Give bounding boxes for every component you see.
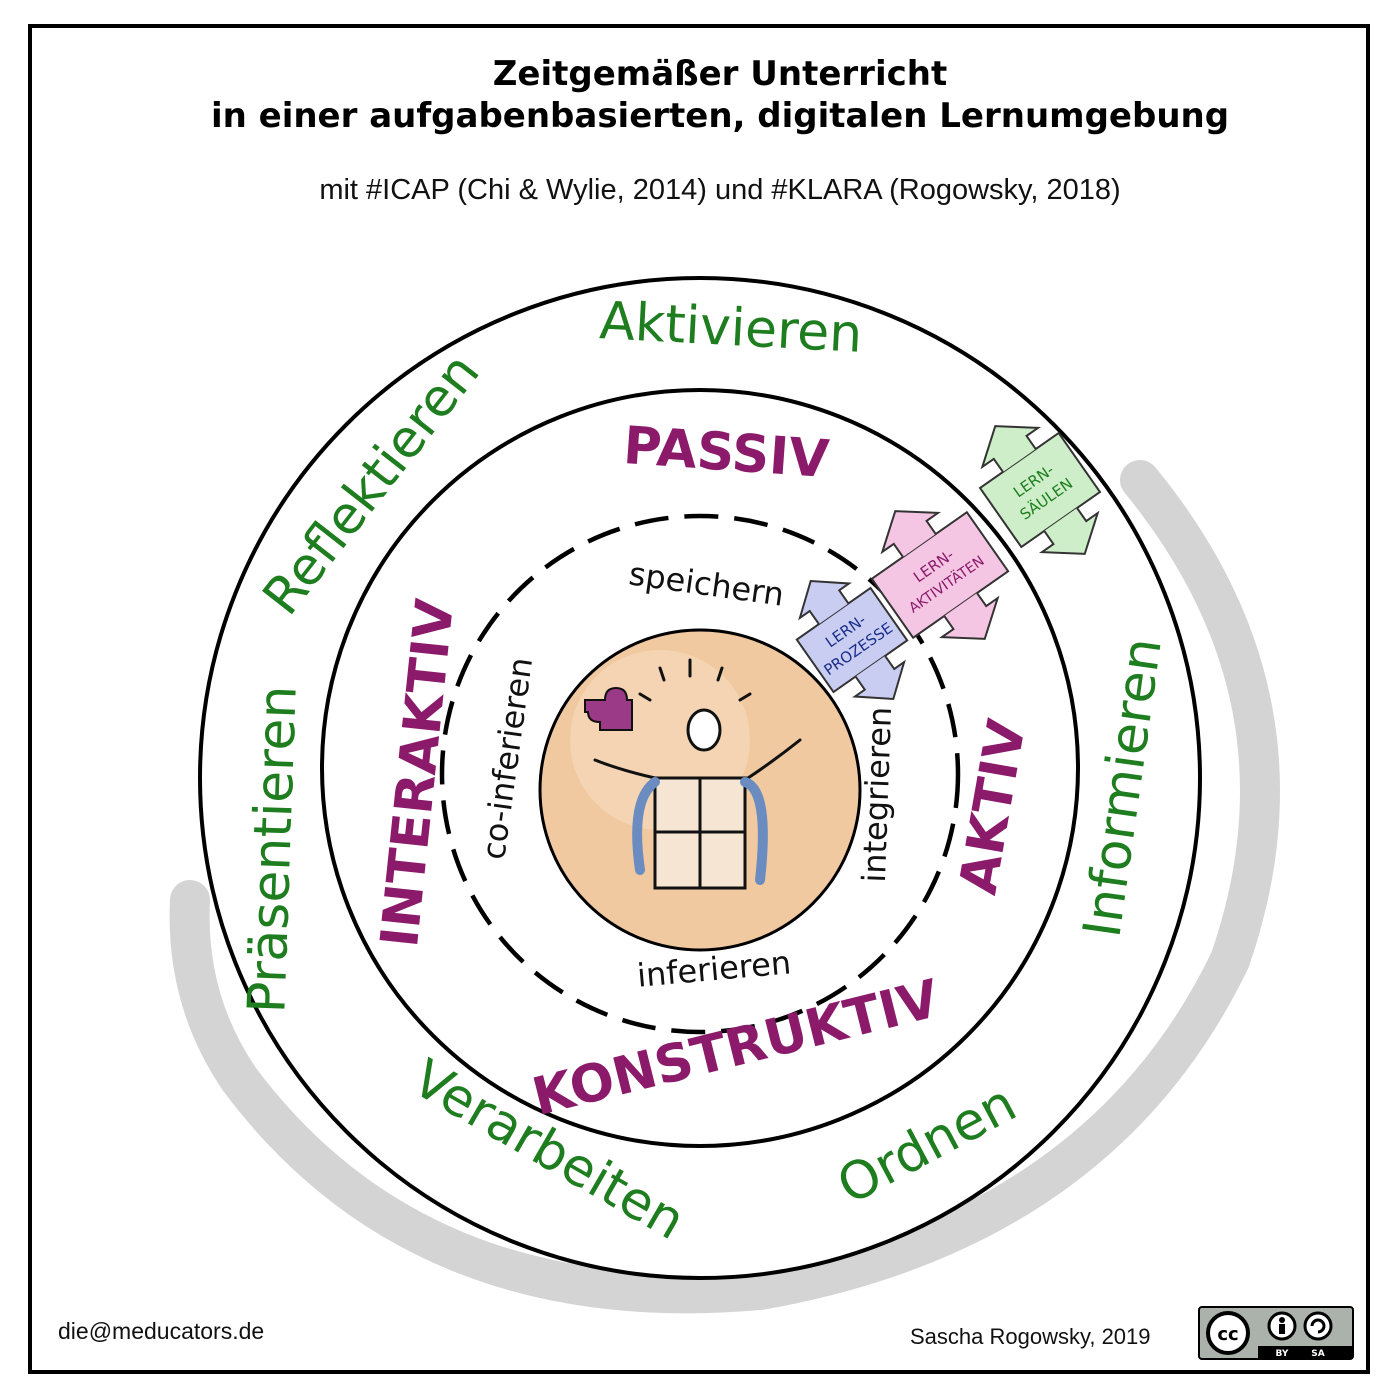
- arrow-lernaktivitaeten: LERN- AKTIVITÄTEN: [870, 510, 1010, 640]
- outer-word-aktivieren: Aktivieren: [598, 291, 864, 365]
- cc-icon: [1206, 1311, 1250, 1355]
- outer-word-praesentieren: Präsentieren: [237, 685, 308, 1015]
- puzzle-piece-icon: [584, 686, 633, 731]
- svg-text:SA: SA: [1311, 1349, 1324, 1359]
- author-credit: Sascha Rogowsky, 2019: [910, 1324, 1151, 1349]
- figure-icon: [593, 658, 802, 890]
- arrow-lernprozesse: LERN- PROZESSE: [795, 579, 909, 701]
- svg-text:BY: BY: [1276, 1349, 1289, 1359]
- inner-dashed-circle: [439, 513, 961, 1035]
- title-line-2: in einer aufgabenbasierten, digitalen Le…: [210, 96, 1230, 136]
- middle-word-passiv: PASSIV: [621, 416, 830, 490]
- shadow-swoosh: [169, 460, 1280, 1314]
- arrow-lernsaeulen: LERN- SÄULEN: [978, 425, 1102, 555]
- cc-license-badge[interactable]: cc BY SA: [1198, 1306, 1354, 1360]
- inner-word-integrieren: integrieren: [855, 706, 899, 883]
- share-alike-icon: [1303, 1311, 1333, 1341]
- title-line-1: Zeitgemäßer Unterricht: [492, 54, 948, 94]
- contact-email[interactable]: die@meducators.de: [58, 1318, 265, 1344]
- svg-text:cc: cc: [1217, 1324, 1238, 1345]
- subtitle: mit #ICAP (Chi & Wylie, 2014) und #KLARA…: [319, 174, 1121, 206]
